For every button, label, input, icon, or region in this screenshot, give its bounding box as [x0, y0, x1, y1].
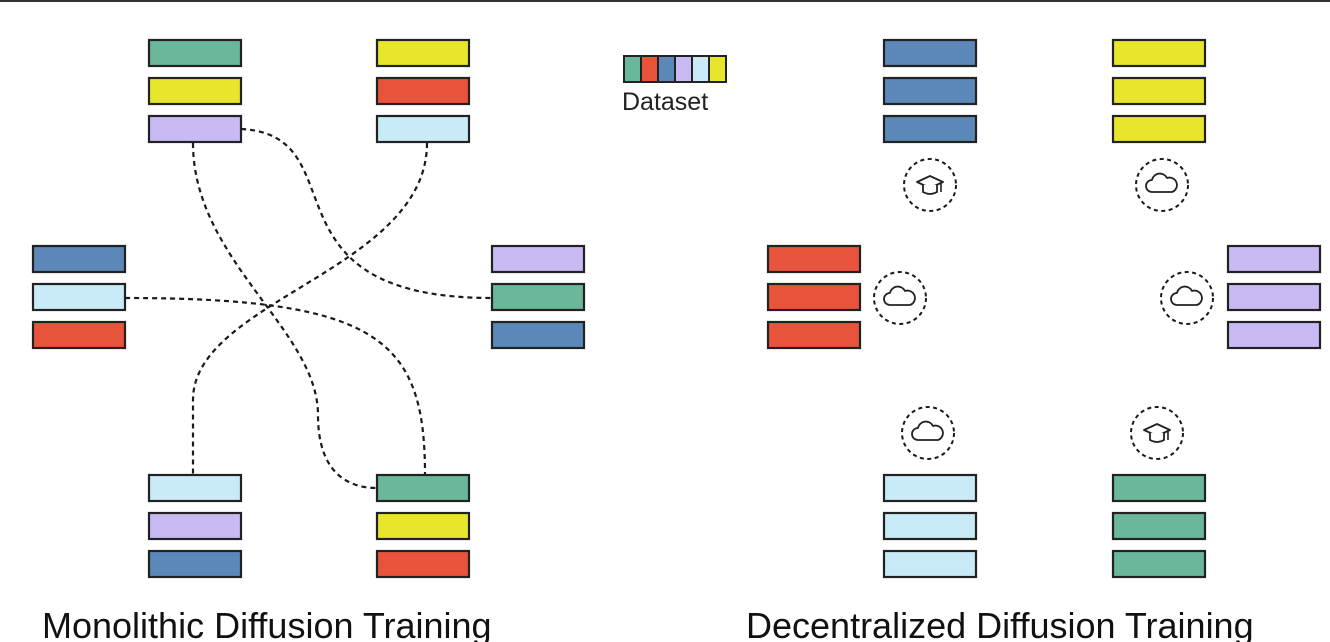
decentralized-bottom-left-bar-3 — [882, 549, 978, 579]
decentralized-mid-left-icon-ring — [873, 271, 927, 325]
decentralized-top-right-icon-ring — [1135, 158, 1189, 212]
decentralized-mid-left-stack — [766, 244, 862, 350]
decentralized-bottom-right-bar-1 — [1111, 473, 1207, 503]
dataset-swatch-red — [640, 55, 659, 83]
decentralized-bottom-right-icon-ring — [1130, 406, 1184, 460]
decentralized-nodes — [766, 38, 1322, 579]
decentralized-bottom-left-bar-2 — [882, 511, 978, 541]
decentralized-top-right-bar-3 — [1111, 114, 1207, 144]
monolithic-mid-right-bar-2 — [490, 282, 586, 312]
monolithic-bottom-left-bar-3 — [147, 549, 243, 579]
decentralized-top-left-stack — [882, 38, 978, 144]
decentralized-bottom-right-bar-3 — [1111, 549, 1207, 579]
monolithic-top-left-bar-1 — [147, 38, 243, 68]
monolithic-bottom-left-bar-2 — [147, 511, 243, 541]
decentralized-top-left-bar-1 — [882, 38, 978, 68]
decentralized-mid-left-bar-3 — [766, 320, 862, 350]
monolithic-top-right-bar-3 — [375, 114, 471, 144]
monolithic-connections — [124, 127, 493, 490]
decentralized-bottom-right-graduation-cap-icon — [1143, 423, 1171, 443]
monolithic-bottom-right-bar-2 — [375, 511, 471, 541]
decentralized-top-right-stack — [1111, 38, 1207, 144]
dataset-swatch-lavender — [674, 55, 693, 83]
decentralized-top-left-bar-2 — [882, 76, 978, 106]
monolithic-nodes — [31, 38, 586, 579]
decentralized-top-right-bar-2 — [1111, 76, 1207, 106]
monolithic-top-right-stack — [375, 38, 471, 144]
decentralized-bottom-left-stack — [882, 473, 978, 579]
monolithic-bottom-right-bar-3 — [375, 549, 471, 579]
monolithic-bottom-left-bar-1 — [147, 473, 243, 503]
decentralized-mid-right-bar-3 — [1226, 320, 1322, 350]
link-topright-to-bottomleft — [191, 142, 429, 475]
decentralized-mid-right-cloud-icon — [1170, 285, 1203, 306]
decentralized-top-right-cloud-icon — [1145, 172, 1178, 193]
monolithic-top-left-bar-3 — [147, 114, 243, 144]
decentralized-caption: Decentralized Diffusion Training — [746, 605, 1254, 642]
decentralized-mid-right-bar-2 — [1226, 282, 1322, 312]
monolithic-top-right-bar-2 — [375, 76, 471, 106]
monolithic-mid-left-stack — [31, 244, 127, 350]
decentralized-bottom-left-bar-1 — [882, 473, 978, 503]
decentralized-mid-left-bar-2 — [766, 282, 862, 312]
decentralized-bottom-left-icon-ring — [901, 406, 955, 460]
monolithic-top-right-bar-1 — [375, 38, 471, 68]
decentralized-mid-right-stack — [1226, 244, 1322, 350]
link-topleft-to-bottomright — [191, 142, 378, 490]
decentralized-bottom-right-stack — [1111, 473, 1207, 579]
decentralized-top-left-bar-3 — [882, 114, 978, 144]
monolithic-bottom-left-stack — [147, 473, 243, 579]
dataset-swatch-yellow — [708, 55, 727, 83]
decentralized-mid-left-cloud-icon — [883, 285, 916, 306]
monolithic-top-left-bar-2 — [147, 76, 243, 106]
monolithic-mid-right-bar-1 — [490, 244, 586, 274]
monolithic-mid-right-bar-3 — [490, 320, 586, 350]
monolithic-bottom-right-stack — [375, 473, 471, 579]
decentralized-bottom-left-cloud-icon — [911, 420, 944, 441]
monolithic-mid-left-bar-3 — [31, 320, 127, 350]
decentralized-top-right-bar-1 — [1111, 38, 1207, 68]
dataset-swatch-teal — [623, 55, 642, 83]
decentralized-top-left-icon-ring — [903, 158, 957, 212]
decentralized-bottom-right-bar-2 — [1111, 511, 1207, 541]
dataset-swatch-blue — [657, 55, 676, 83]
link-midleft-to-bottomright — [124, 296, 427, 476]
monolithic-top-left-stack — [147, 38, 243, 144]
decentralized-top-left-graduation-cap-icon — [916, 175, 944, 195]
decentralized-mid-right-bar-1 — [1226, 244, 1322, 274]
monolithic-mid-right-stack — [490, 244, 586, 350]
dataset-legend-label: Dataset — [622, 88, 709, 116]
monolithic-mid-left-bar-2 — [31, 282, 127, 312]
monolithic-caption: Monolithic Diffusion Training — [42, 605, 492, 642]
dataset-swatch-lightblue — [691, 55, 710, 83]
decentralized-mid-right-icon-ring — [1160, 271, 1214, 325]
monolithic-bottom-right-bar-1 — [375, 473, 471, 503]
link-topleft-to-midright — [240, 127, 493, 300]
decentralized-mid-left-bar-1 — [766, 244, 862, 274]
dataset-legend-swatches — [623, 55, 727, 83]
monolithic-mid-left-bar-1 — [31, 244, 127, 274]
